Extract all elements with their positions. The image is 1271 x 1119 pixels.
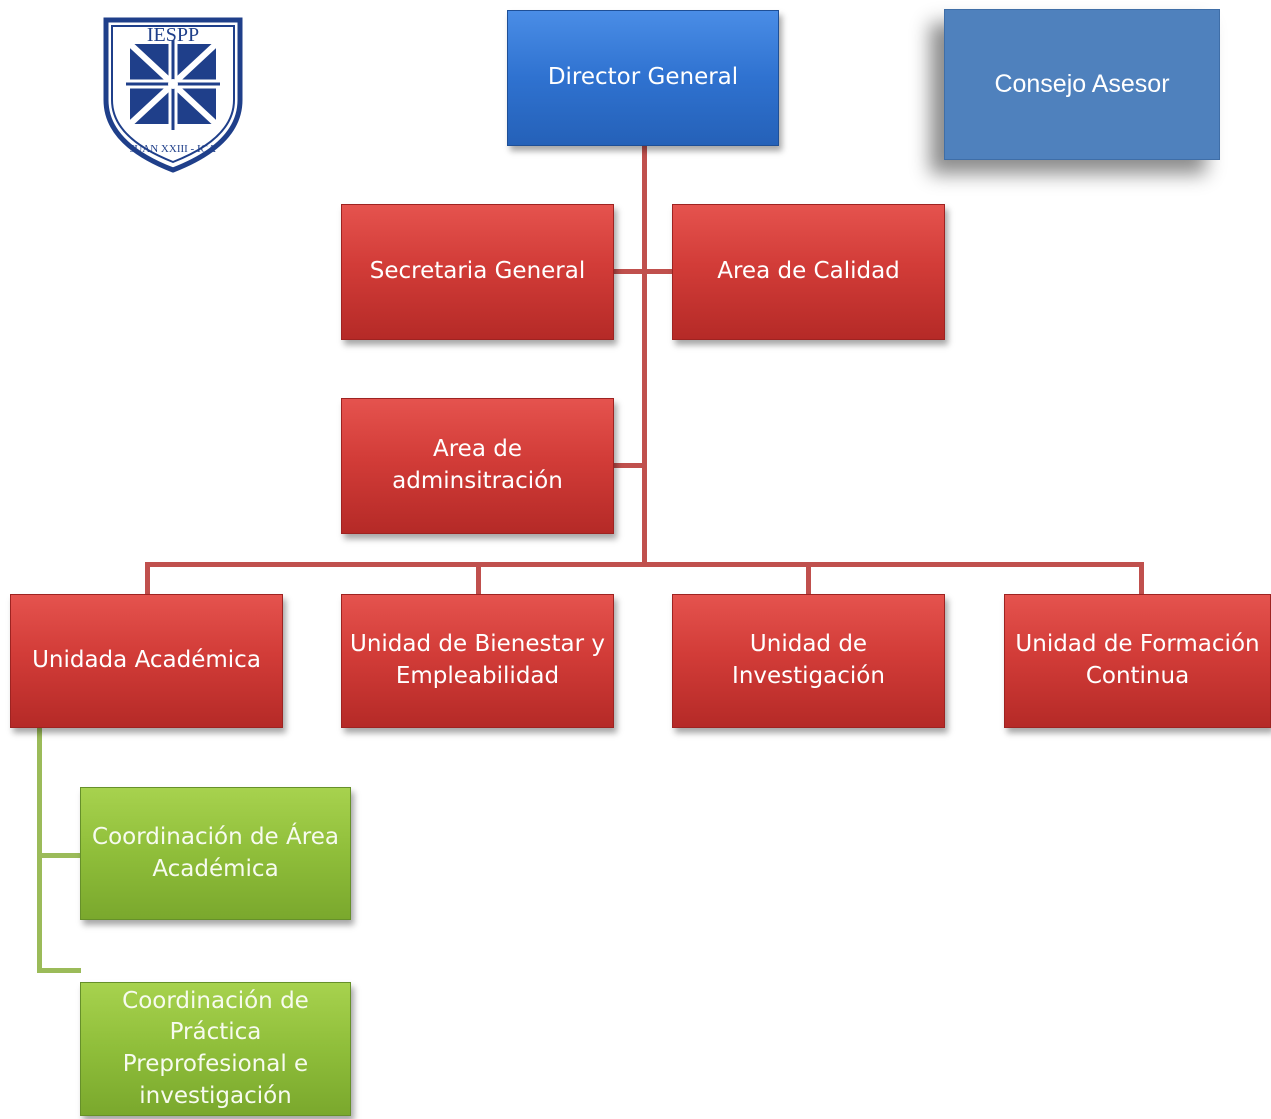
area-calidad-label: Area de Calidad bbox=[717, 258, 900, 285]
connector-drop-academica bbox=[145, 562, 150, 594]
area-administracion-box: Area de adminsitración bbox=[341, 398, 614, 534]
area-calidad-box: Area de Calidad bbox=[672, 204, 945, 340]
connector-academica-vertical bbox=[37, 728, 42, 972]
logo-top-text: IESPP bbox=[147, 24, 199, 46]
connector-drop-investigacion bbox=[806, 562, 811, 594]
connector-drop-formacion bbox=[1139, 562, 1144, 594]
logo-ring-text: JUAN XXIII - ICA bbox=[130, 143, 216, 155]
unidad-bienestar-box: Unidad de Bienestar y Empleabilidad bbox=[341, 594, 614, 728]
unidad-academica-label: Unidada Académica bbox=[32, 647, 261, 674]
director-general-label: Director General bbox=[547, 64, 739, 91]
connector-coord-area bbox=[37, 853, 81, 858]
secretaria-general-box: Secretaria General bbox=[341, 204, 614, 340]
connector-main-trunk bbox=[642, 146, 647, 566]
connector-coord-practica bbox=[37, 968, 81, 973]
coordinacion-area-box: Coordinación de Área Académica bbox=[80, 787, 351, 920]
connector-units-bar bbox=[145, 562, 1144, 567]
connector-drop-bienestar bbox=[476, 562, 481, 594]
connector-secretaria-calidad bbox=[614, 269, 672, 274]
consejo-asesor-label: Consejo Asesor bbox=[994, 70, 1170, 99]
unidad-investigacion-label: Unidad de Investigación bbox=[732, 631, 885, 689]
institution-shield-logo: IESPP JUAN XXIII - ICA bbox=[103, 17, 243, 173]
unidad-academica-box: Unidada Académica bbox=[10, 594, 283, 728]
connector-administracion bbox=[614, 463, 645, 468]
secretaria-general-label: Secretaria General bbox=[369, 258, 586, 285]
coordinacion-practica-label: Coordinación de Práctica Preprofesional … bbox=[122, 987, 309, 1109]
consejo-asesor-box: Consejo Asesor bbox=[944, 9, 1220, 160]
unidad-investigacion-box: Unidad de Investigación bbox=[672, 594, 945, 728]
area-administracion-label: Area de adminsitración bbox=[392, 436, 563, 494]
director-general-box: Director General bbox=[507, 10, 779, 146]
coordinacion-area-label: Coordinación de Área Académica bbox=[92, 823, 339, 882]
coordinacion-practica-box: Coordinación de Práctica Preprofesional … bbox=[80, 982, 351, 1116]
unidad-formacion-box: Unidad de Formación Continua bbox=[1004, 594, 1271, 728]
unidad-bienestar-label: Unidad de Bienestar y Empleabilidad bbox=[350, 631, 605, 689]
unidad-formacion-label: Unidad de Formación Continua bbox=[1015, 631, 1260, 689]
